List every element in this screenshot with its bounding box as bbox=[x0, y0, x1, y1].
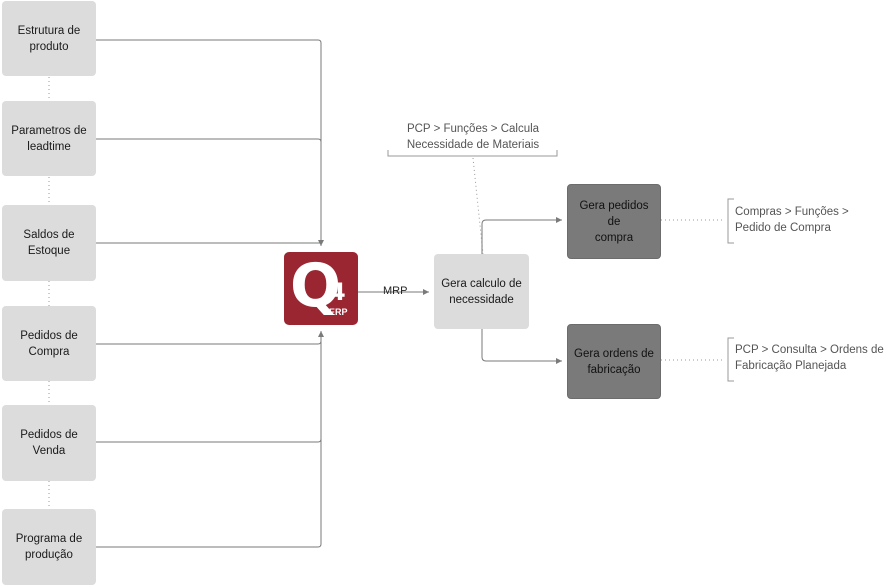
output-fabricacao-note: PCP > Consulta > Ordens de Fabricação Pl… bbox=[735, 344, 884, 372]
input-pedidos-compra: Pedidos de Compra bbox=[2, 306, 96, 381]
input-parametros-leadtime: Parametros de leadtime bbox=[2, 101, 96, 176]
input-saldos-estoque: Saldos de Estoque bbox=[2, 205, 96, 281]
logo-q: Q bbox=[290, 252, 341, 321]
logo-erp: ERP bbox=[329, 307, 348, 317]
q4-erp-logo: Q 4 ERP bbox=[284, 252, 358, 325]
output-pedidos-compra: Gera pedidos de compra bbox=[567, 184, 661, 259]
mrp-label: MRP bbox=[383, 285, 408, 297]
input-programa-producao: Programa de produção bbox=[2, 509, 96, 585]
calc-note: PCP > Funções > Calcula Necessidade de M… bbox=[406, 123, 540, 151]
output-compra-note: Compras > Funções > Pedido de Compra bbox=[735, 206, 849, 234]
output-ordens-fabricacao: Gera ordens de fabricação bbox=[567, 324, 661, 399]
calc-necessidade-box: Gera calculo de necessidade bbox=[434, 254, 529, 329]
input-pedidos-venda: Pedidos de Venda bbox=[2, 405, 96, 481]
input-estrutura-produto: Estrutura de produto bbox=[2, 1, 96, 76]
logo-4: 4 bbox=[329, 278, 346, 306]
